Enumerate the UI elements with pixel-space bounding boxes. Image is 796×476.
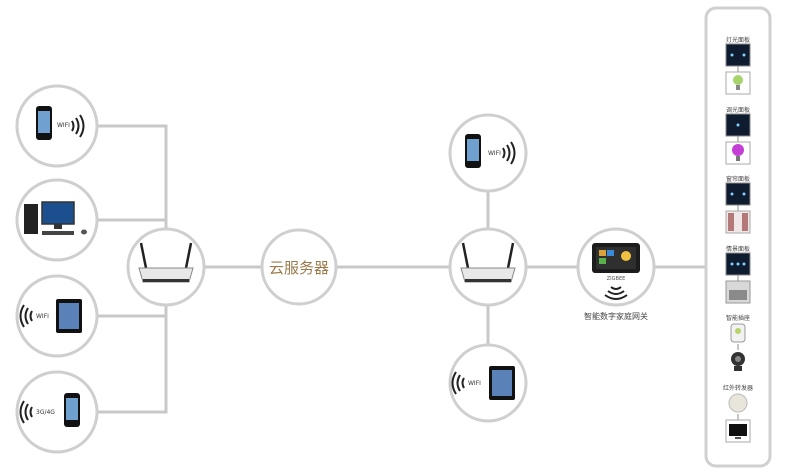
- scene-room-icon: [725, 280, 751, 304]
- mouse-icon: [81, 229, 87, 235]
- pc-tower-icon: [24, 204, 38, 234]
- panel-group-label: 情景面板: [725, 246, 750, 253]
- zigbee-signal-icon: [604, 286, 628, 300]
- router-right: [448, 227, 528, 307]
- panel-group-label: 调光面板: [725, 107, 750, 114]
- curtain-icon: [725, 210, 751, 234]
- switch-panel-icon: [725, 252, 751, 276]
- wifi-signal-icon: [71, 114, 85, 138]
- router-left: [126, 227, 206, 307]
- connector-lines: [96, 124, 706, 414]
- smart-socket-icon: [727, 322, 749, 344]
- wifi-signal-icon: [19, 400, 33, 424]
- panel-group-label: 红外转发器: [722, 385, 753, 392]
- wifi-signal-icon: [19, 304, 33, 328]
- device-iphone-3g4g: [15, 370, 99, 454]
- panel-group-label: 灯光面板: [725, 37, 750, 44]
- ir-repeater-icon: [727, 392, 749, 414]
- line-iphone-to-router: [96, 124, 168, 248]
- device-ipad-wifi: [15, 274, 99, 358]
- badge-wifi: WIFI: [468, 380, 481, 387]
- badge-wifi: WIFI: [57, 122, 70, 129]
- wifi-signal-icon: [451, 371, 465, 395]
- purple-bulb-icon: [725, 141, 751, 165]
- panel-group-label: 窗帘面板: [725, 176, 750, 183]
- cloud-server-label: 云服务器: [268, 259, 329, 277]
- television-icon: [725, 419, 751, 443]
- switch-panel-icon: [725, 113, 751, 137]
- device-iphone-wifi-right: [448, 113, 528, 193]
- cloud-server-node: [260, 228, 338, 306]
- panel-group-label: 智能插座: [725, 315, 750, 322]
- line-phone-to-router: [96, 288, 168, 414]
- switch-panel-icon: [725, 43, 751, 67]
- wifi-signal-icon: [502, 141, 516, 165]
- device-ipad-wifi-right: [448, 343, 528, 423]
- camera-icon: [727, 350, 749, 372]
- zigbee-badge: ZIGBEE: [606, 276, 626, 282]
- badge-wifi: WIFI: [488, 150, 501, 157]
- keyboard-icon: [42, 231, 74, 235]
- device-desktop-pc: [15, 178, 99, 262]
- device-iphone-wifi: [15, 84, 99, 168]
- device-panel: [704, 6, 772, 468]
- badge-3g4g: 3G/4G: [36, 409, 55, 416]
- bulb-icon: [725, 71, 751, 95]
- badge-wifi: WIFI: [36, 313, 49, 320]
- switch-panel-icon: [725, 182, 751, 206]
- gateway-label: 智能数字家庭网关: [584, 312, 648, 321]
- monitor-icon: [41, 201, 75, 225]
- gateway-node: [576, 227, 656, 307]
